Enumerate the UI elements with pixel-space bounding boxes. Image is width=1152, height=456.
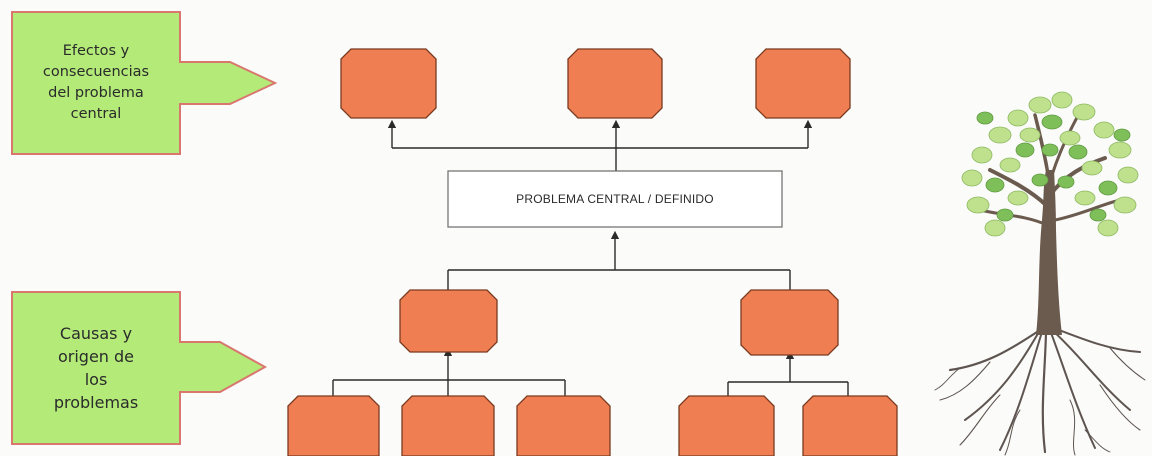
effects-arrow-label: Efectos y consecuencias del problema cen… (12, 12, 180, 154)
causes-arrow-label: Causas y origen de los problemas (12, 292, 180, 444)
causes-arrow (11, 291, 268, 445)
cause-box-2 (740, 289, 839, 356)
sub-cause-box-3 (516, 395, 611, 456)
sub-cause-box-1 (287, 395, 380, 456)
causes-label-line-2: origen de (57, 346, 135, 366)
effects-label-line-2: consecuencias (42, 63, 150, 80)
causes-label-line-3: los (84, 370, 108, 389)
cause-box-1 (399, 289, 498, 353)
effect-box-2 (567, 48, 663, 119)
sub-cause-box-5 (802, 395, 898, 456)
tree-with-roots-icon (934, 91, 1146, 456)
connector-lines (332, 119, 849, 396)
effects-label-line-3: del problema (48, 85, 144, 101)
effects-label-line-4: central (70, 106, 122, 123)
sub-cause-box-4 (678, 395, 775, 456)
causes-label-line-4: problemas (53, 393, 139, 413)
effects-arrow (11, 11, 278, 155)
causes-label-line-1: Causas y (59, 323, 133, 343)
effect-box-1 (340, 48, 437, 119)
effect-box-3 (755, 48, 851, 119)
central-problem-box (447, 170, 783, 228)
sub-cause-box-2 (401, 395, 495, 456)
effects-label-line-1: Efectos y (62, 42, 130, 59)
central-problem-label: PROBLEMA CENTRAL / DEFINIDO (516, 192, 714, 206)
